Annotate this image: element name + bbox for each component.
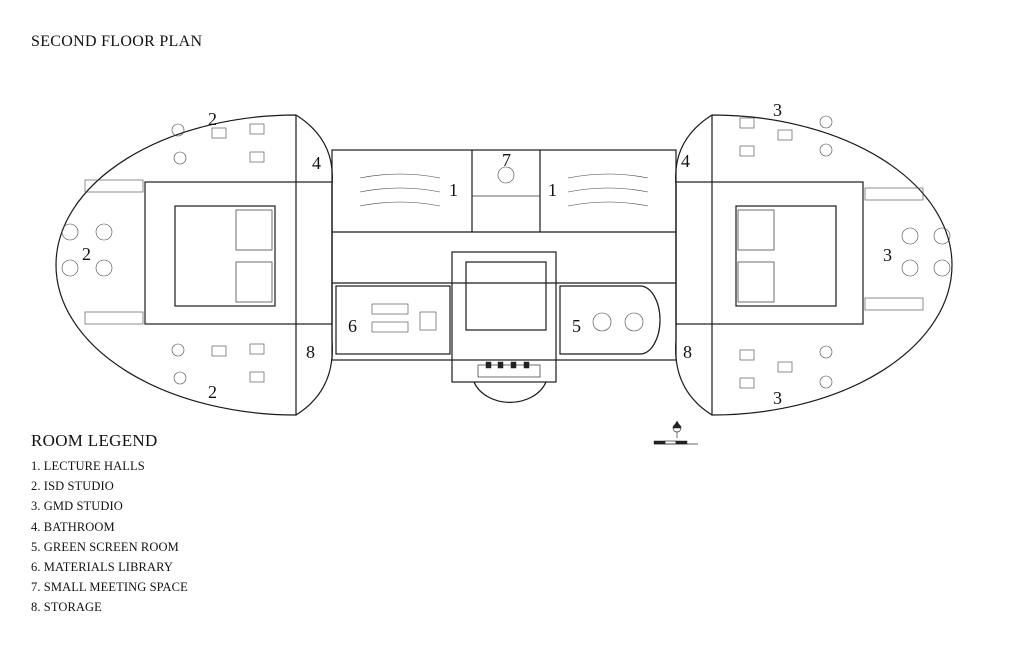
right-wing-outline <box>711 114 953 416</box>
entry-block <box>451 251 557 383</box>
room-number: 3 <box>773 100 782 120</box>
center-stair <box>465 261 547 331</box>
room-number: 1 <box>449 180 458 200</box>
legend-item: 5. GREEN SCREEN ROOM <box>31 539 179 554</box>
legend-item: 6. MATERIALS LIBRARY <box>31 560 173 575</box>
room-number: 7 <box>502 150 511 170</box>
room-number: 5 <box>572 316 581 336</box>
lecture-seating <box>359 166 649 333</box>
legend-item: 2. ISD STUDIO <box>31 479 114 494</box>
room-number: 3 <box>883 245 892 265</box>
room-number: 2 <box>208 382 217 402</box>
left-wing-outline <box>55 114 297 416</box>
room-number: 6 <box>348 316 357 336</box>
central-block <box>331 149 677 361</box>
room-number: 8 <box>306 342 315 362</box>
legend-item: 7. SMALL MEETING SPACE <box>31 580 188 595</box>
legend-title: ROOM LEGEND <box>31 431 158 450</box>
room-number: 2 <box>82 244 91 264</box>
north-arrow-icon <box>672 420 682 438</box>
entry-counter <box>477 364 541 378</box>
right-wing-desks <box>739 115 951 389</box>
left-wing-desks <box>61 123 265 385</box>
plan-title: SECOND FLOOR PLAN <box>31 33 203 50</box>
room-number: 2 <box>208 109 217 129</box>
room-number: 1 <box>548 180 557 200</box>
room-legend: 1. LECTURE HALLS 2. ISD STUDIO 3. GMD ST… <box>31 456 188 618</box>
room-number: 3 <box>773 388 782 408</box>
legend-item: 1. LECTURE HALLS <box>31 459 145 473</box>
scale-bar <box>653 440 698 445</box>
entry-bay <box>473 381 547 403</box>
legend-item: 8. STORAGE <box>31 600 102 615</box>
materials-library-room <box>335 285 451 355</box>
room-number: 8 <box>683 342 692 362</box>
room-number: 4 <box>312 153 321 173</box>
left-atrium <box>144 181 333 325</box>
green-screen-room <box>559 285 661 355</box>
right-atrium <box>675 181 864 325</box>
legend-item: 3. GMD STUDIO <box>31 499 123 514</box>
room-number: 4 <box>681 151 690 171</box>
legend-item: 4. BATHROOM <box>31 519 115 534</box>
